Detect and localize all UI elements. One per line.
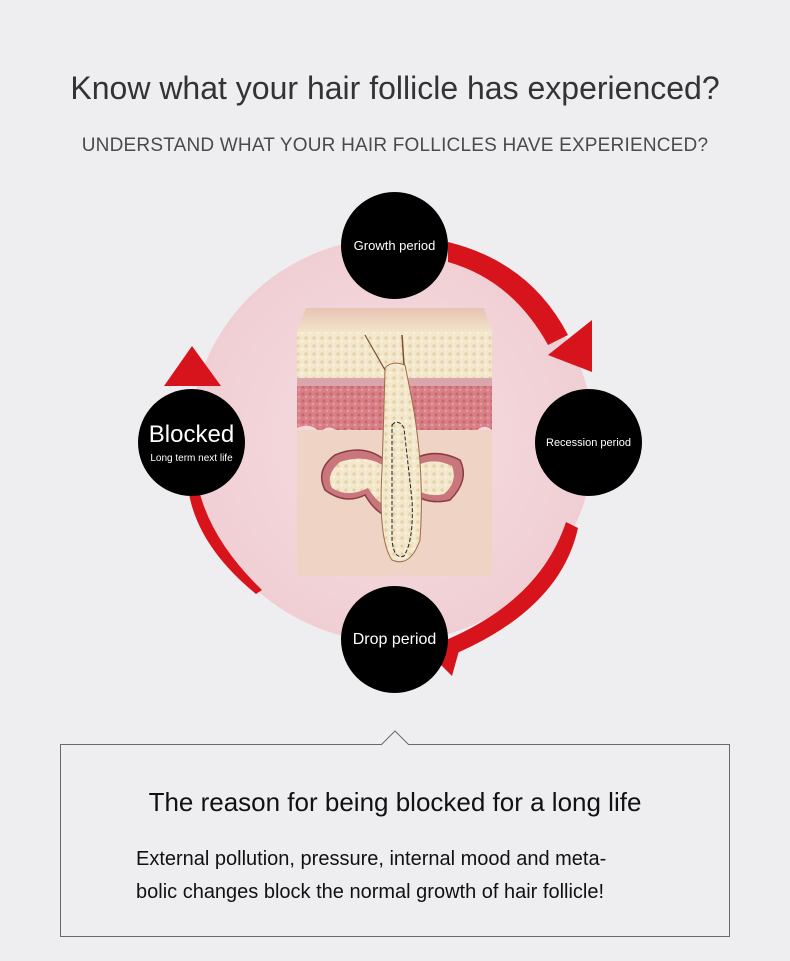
arrow-growth-to-recession <box>448 242 568 345</box>
page-title: Know what your hair follicle has experie… <box>70 70 720 106</box>
drop-period-node: Drop period <box>341 586 448 693</box>
reason-text: External pollution, pressure, internal m… <box>136 843 656 909</box>
recession-period-label: Recession period <box>546 436 631 449</box>
recession-period-node: Recession period <box>535 389 642 496</box>
arrow-drop-to-blocked <box>188 486 262 594</box>
reason-text-line-2: bolic changes block the normal growth of… <box>136 881 605 903</box>
page-subtitle: UNDERSTAND WHAT YOUR HAIR FOLLICLES HAVE… <box>81 135 709 156</box>
arrowhead-recession <box>548 320 592 372</box>
hair-follicle-illustration <box>297 308 492 576</box>
growth-period-label: Growth period <box>353 238 436 253</box>
blocked-sublabel: Long term next life <box>150 453 233 464</box>
arrowhead-blocked <box>164 346 221 386</box>
cycle-arrows <box>164 242 592 676</box>
blocked-label: Blocked <box>148 421 235 448</box>
reason-box: The reason for being blocked for a long … <box>60 744 730 937</box>
growth-period-node: Growth period <box>341 192 448 299</box>
reason-text-line-1: External pollution, pressure, internal m… <box>136 848 607 870</box>
drop-period-label: Drop period <box>352 630 437 648</box>
reason-title: The reason for being blocked for a long … <box>148 787 642 817</box>
blocked-node: Blocked Long term next life <box>138 389 245 496</box>
